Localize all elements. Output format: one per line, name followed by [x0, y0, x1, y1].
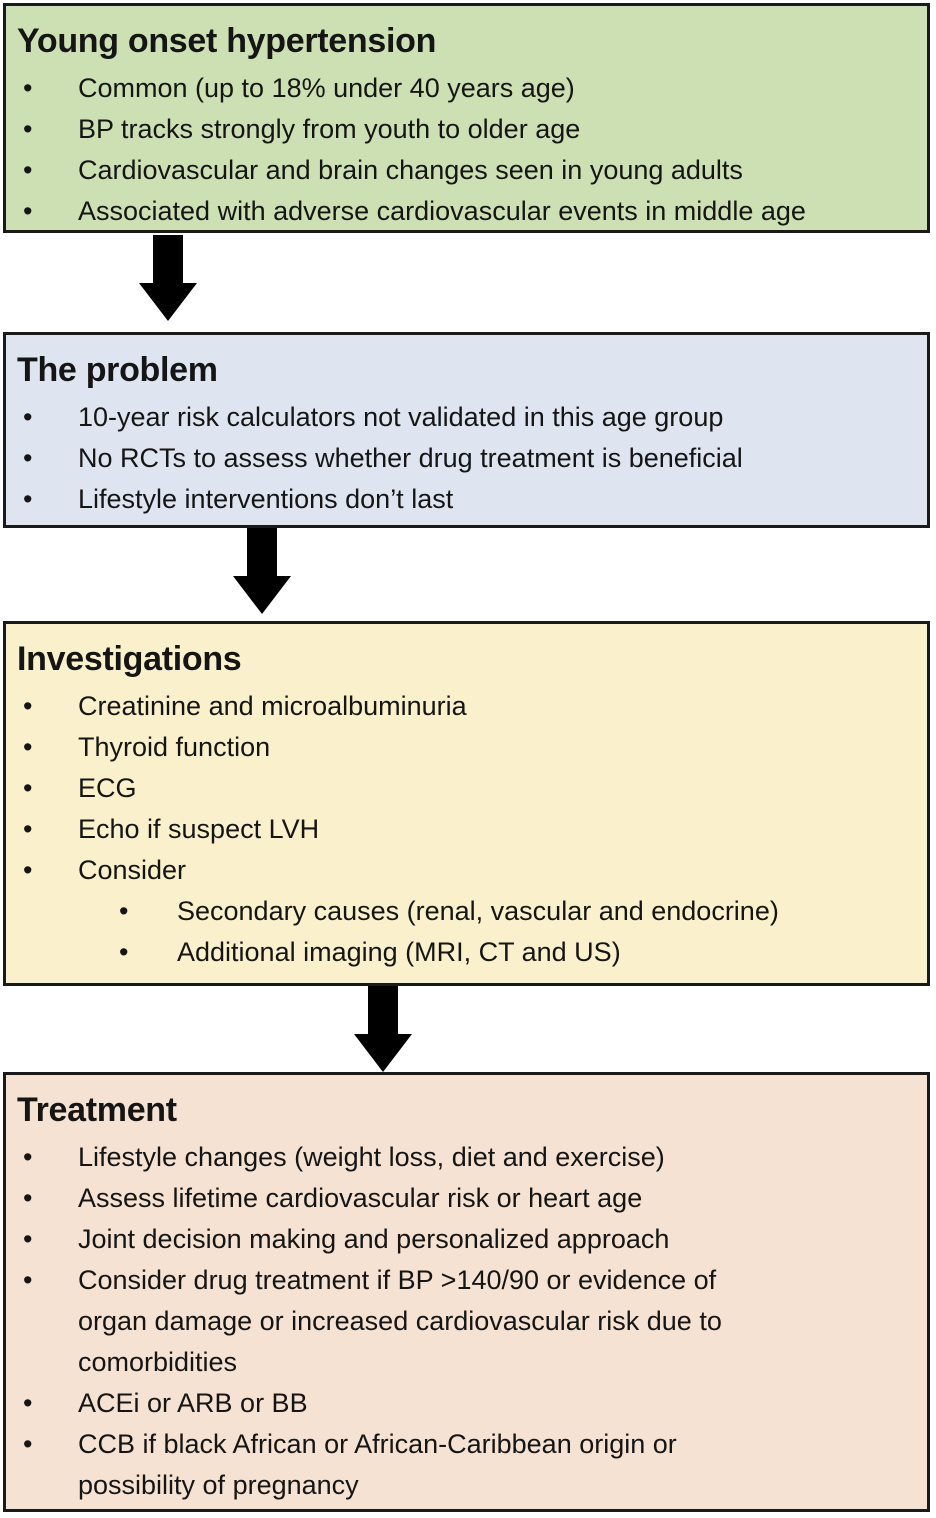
bullet-item: • Joint decision making and personalized …: [17, 1219, 917, 1260]
bullet-icon: •: [23, 814, 33, 844]
bullet-item: • ACEi or ARB or BB: [17, 1383, 917, 1424]
box-title: Treatment: [17, 1091, 177, 1129]
box-title: The problem: [17, 351, 218, 389]
bullet-icon: •: [23, 1388, 33, 1418]
box-young-onset-hypertension: Young onset hypertension • Common (up to …: [3, 3, 930, 233]
bullet-text: Associated with adverse cardiovascular e…: [78, 196, 806, 226]
bullet-icon: •: [23, 1183, 33, 1213]
down-arrow-icon: [139, 235, 197, 321]
bullet-icon: •: [23, 402, 33, 432]
down-arrow-icon: [354, 986, 412, 1072]
box-the-problem: The problem • 10-year risk calculators no…: [3, 332, 930, 528]
bullet-text: Lifestyle interventions don’t last: [78, 484, 454, 514]
bullet-icon: •: [23, 1142, 33, 1172]
bullet-text: Cardiovascular and brain changes seen in…: [78, 155, 743, 185]
bullet-icon: •: [23, 1265, 33, 1295]
sub-bullet-item: • Additional imaging (MRI, CT and US): [17, 932, 917, 973]
down-arrow-icon: [233, 528, 291, 614]
bullet-item: • Associated with adverse cardiovascular …: [17, 191, 917, 232]
bullet-text: 10-year risk calculators not validated i…: [78, 402, 724, 432]
bullet-text: Secondary causes (renal, vascular and en…: [177, 896, 779, 926]
bullet-item: • Echo if suspect LVH: [17, 809, 917, 850]
bullet-text: Thyroid function: [78, 732, 271, 762]
bullet-icon: •: [23, 855, 33, 885]
box-title: Young onset hypertension: [17, 22, 437, 60]
bullet-item: • Lifestyle changes (weight loss, diet an…: [17, 1137, 917, 1178]
bullet-icon: •: [23, 1429, 33, 1459]
bullet-icon: •: [23, 1224, 33, 1254]
bullet-icon: •: [119, 937, 129, 967]
bullet-item: • Thyroid function: [17, 727, 917, 768]
bullet-item: • Lifestyle interventions don’t last: [17, 479, 917, 520]
bullet-item: • BP tracks strongly from youth to older …: [17, 109, 917, 150]
box-treatment: Treatment • Lifestyle changes (weight los…: [3, 1072, 930, 1512]
bullet-list: • Lifestyle changes (weight loss, diet an…: [17, 1137, 917, 1506]
bullet-icon: •: [119, 896, 129, 926]
bullet-icon: •: [23, 196, 33, 226]
bullet-item: • 10-year risk calculators not validated …: [17, 397, 917, 438]
bullet-text: Common (up to 18% under 40 years age): [78, 73, 575, 103]
bullet-icon: •: [23, 155, 33, 185]
bullet-icon: •: [23, 73, 33, 103]
bullet-text: Additional imaging (MRI, CT and US): [177, 937, 621, 967]
bullet-item: • Consider: [17, 850, 917, 891]
bullet-list: • Creatinine and microalbuminuria • Thyroid…: [17, 686, 917, 973]
bullet-text: Consider: [78, 855, 187, 885]
bullet-text: ECG: [78, 773, 137, 803]
bullet-item: • CCB if black African or African-Caribbe…: [17, 1424, 917, 1506]
bullet-text: No RCTs to assess whether drug treatment…: [78, 443, 743, 473]
bullet-icon: •: [23, 773, 33, 803]
bullet-icon: •: [23, 732, 33, 762]
bullet-text: BP tracks strongly from youth to older a…: [78, 114, 581, 144]
bullet-icon: •: [23, 114, 33, 144]
bullet-item: • No RCTs to assess whether drug treatmen…: [17, 438, 917, 479]
bullet-text: Consider drug treatment if BP >140/90 or…: [78, 1265, 722, 1377]
box-title: Investigations: [17, 640, 242, 678]
box-investigations: Investigations • Creatinine and microalbu…: [3, 621, 930, 986]
bullet-item: • Consider drug treatment if BP >140/90 o…: [17, 1260, 917, 1383]
bullet-text: CCB if black African or African-Caribbea…: [78, 1429, 677, 1500]
bullet-text: Assess lifetime cardiovascular risk or h…: [78, 1183, 643, 1213]
bullet-text: Lifestyle changes (weight loss, diet and…: [78, 1142, 665, 1172]
bullet-item: • Creatinine and microalbuminuria: [17, 686, 917, 727]
bullet-text: ACEi or ARB or BB: [78, 1388, 308, 1418]
bullet-text: Creatinine and microalbuminuria: [78, 691, 467, 721]
bullet-text: Joint decision making and personalized a…: [78, 1224, 670, 1254]
bullet-list: • Common (up to 18% under 40 years age) • B…: [17, 68, 917, 232]
bullet-icon: •: [23, 691, 33, 721]
bullet-item: • Common (up to 18% under 40 years age): [17, 68, 917, 109]
bullet-list: • 10-year risk calculators not validated …: [17, 397, 917, 520]
bullet-icon: •: [23, 443, 33, 473]
sub-bullet-item: • Secondary causes (renal, vascular and e…: [17, 891, 917, 932]
bullet-text: Echo if suspect LVH: [78, 814, 320, 844]
bullet-item: • Cardiovascular and brain changes seen i…: [17, 150, 917, 191]
bullet-icon: •: [23, 484, 33, 514]
bullet-item: • ECG: [17, 768, 917, 809]
bullet-item: • Assess lifetime cardiovascular risk or …: [17, 1178, 917, 1219]
